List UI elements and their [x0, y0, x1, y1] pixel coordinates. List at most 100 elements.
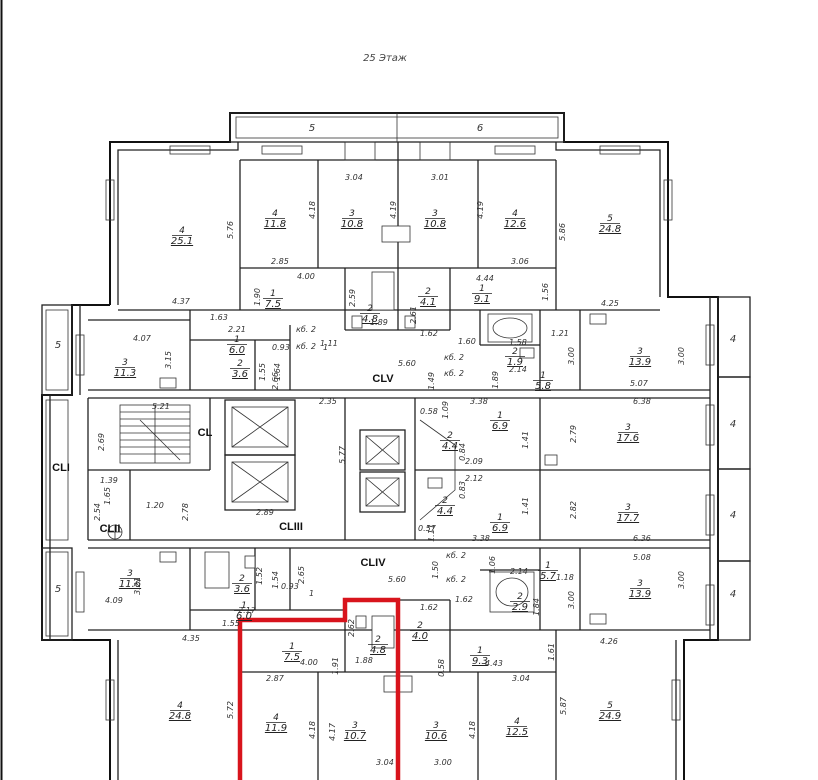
- dimension-label: 3.38: [472, 534, 490, 543]
- room-area: 12.5: [506, 727, 528, 738]
- room-label: 16.9: [490, 411, 510, 432]
- dimension-label: 1.89: [370, 318, 388, 327]
- balcony-label: 5: [55, 584, 61, 595]
- dimension-label: 2.54: [93, 503, 102, 521]
- room-number: 3: [625, 503, 631, 513]
- room-number: 4: [512, 209, 518, 219]
- room-area: 9.1: [474, 294, 490, 305]
- room-number: 4: [514, 717, 520, 727]
- room-label: 524.9: [599, 701, 621, 722]
- dimension-label: 2.78: [181, 503, 190, 521]
- room-label: 412.5: [506, 717, 528, 738]
- room-area: 13.9: [629, 357, 651, 368]
- room-area: 3.6: [232, 369, 248, 380]
- room-number: 1: [270, 289, 276, 299]
- room-area: 2.9: [512, 602, 528, 613]
- room-area: 10.8: [424, 219, 446, 230]
- dimension-label: 1.61: [547, 643, 556, 661]
- room-number: 1: [241, 601, 247, 611]
- room-label: 24.8: [368, 635, 388, 656]
- room-number: 2: [447, 431, 453, 441]
- dimension-label: 1.56: [541, 283, 550, 301]
- room-number: 1: [497, 513, 503, 523]
- dimension-label: 4.37: [172, 297, 191, 306]
- room-number: 3: [122, 358, 128, 368]
- dimension-label: 4.35: [182, 634, 200, 643]
- room-label: 310.7: [344, 721, 367, 742]
- room-number: 5: [607, 214, 613, 224]
- dimension-label: 6.36: [633, 534, 651, 543]
- room-label: 425.1: [171, 226, 193, 247]
- room-number: 2: [367, 304, 373, 314]
- room-label: 17.5: [263, 289, 283, 310]
- dimension-label: 3.21: [133, 577, 142, 595]
- mark-label: 1: [323, 343, 328, 352]
- dimension-label: 0.57: [418, 524, 437, 533]
- room-number: 2: [517, 592, 523, 602]
- dimension-label: 3.00: [677, 347, 686, 365]
- room-label: 524.8: [599, 214, 621, 235]
- corridor-label: CL: [198, 427, 213, 439]
- room-area: 9.3: [472, 656, 488, 667]
- dimension-label: 2.66: [271, 372, 280, 390]
- dimension-label: 1.84: [532, 598, 541, 616]
- dimension-label: 1.89: [491, 371, 500, 389]
- dimension-label: 1.91: [331, 657, 340, 675]
- dimension-label: 4.43: [485, 659, 503, 668]
- room-label: 21.9: [505, 347, 525, 368]
- room-area: 4.8: [362, 314, 378, 325]
- dimension-label: 4.00: [300, 658, 318, 667]
- dimension-label: 4.18: [308, 721, 317, 739]
- room-area: 1.9: [507, 357, 523, 368]
- room-number: 3: [352, 721, 358, 731]
- dimension-label: 2.35: [319, 397, 337, 406]
- room-area: 11.9: [265, 723, 287, 734]
- dimension-label: 4.26: [600, 637, 618, 646]
- room-label: 310.6: [425, 721, 447, 742]
- room-area: 13.9: [629, 589, 651, 600]
- room-number: 1: [545, 561, 551, 571]
- dimension-label: 2.87: [266, 674, 285, 683]
- dimension-label: 3.00: [567, 347, 576, 365]
- room-label: 310.8: [341, 209, 363, 230]
- balcony-label: 4: [730, 510, 736, 521]
- left-balconies: 5 5: [41, 304, 73, 641]
- corridor-labels: CLV CLIV CLII CLIII CLI CL: [52, 373, 394, 569]
- room-area: 24.8: [169, 711, 191, 722]
- stair: [119, 404, 191, 464]
- dimension-label: 1.11: [427, 524, 436, 542]
- room-label: 311.3: [114, 358, 136, 379]
- dimension-label: 2.79: [569, 425, 578, 443]
- dimension-label: 1.88: [355, 656, 373, 665]
- room-number: 1: [234, 335, 240, 345]
- dimension-label: 5.87: [559, 696, 568, 715]
- corridor-label: CLIV: [360, 557, 386, 569]
- mark-label: 1: [309, 589, 314, 598]
- room-area: 3.6: [234, 584, 250, 595]
- room-label: 411.9: [265, 713, 287, 734]
- room-area: 11.6: [119, 579, 141, 590]
- balcony-label: 5: [55, 340, 61, 351]
- dimension-label: 4.00: [297, 272, 315, 281]
- room-label: 16.9: [490, 513, 510, 534]
- dimension-label: 1.58: [509, 338, 527, 347]
- dimension-label: 5.60: [398, 359, 416, 368]
- windows: [75, 141, 715, 721]
- balcony-label: 6: [477, 123, 483, 134]
- mark-label: кб. 2: [444, 353, 464, 362]
- corridor-label: CLII: [100, 523, 121, 535]
- dimension-label: 0.93: [272, 343, 290, 352]
- dimension-label: 4.18: [468, 721, 477, 739]
- dimension-label: 5.86: [558, 223, 567, 241]
- room-area: 4.4: [442, 441, 458, 452]
- dimension-label: 2.12: [465, 474, 483, 483]
- room-number: 4: [272, 209, 278, 219]
- room-area: 17.6: [617, 433, 639, 444]
- room-label: 317.6: [617, 423, 639, 444]
- dimension-label: 5.21: [152, 402, 170, 411]
- dimension-label: 4.19: [476, 201, 485, 219]
- room-label: 24.4: [435, 496, 455, 517]
- floor-title: 25 Этаж: [363, 53, 407, 64]
